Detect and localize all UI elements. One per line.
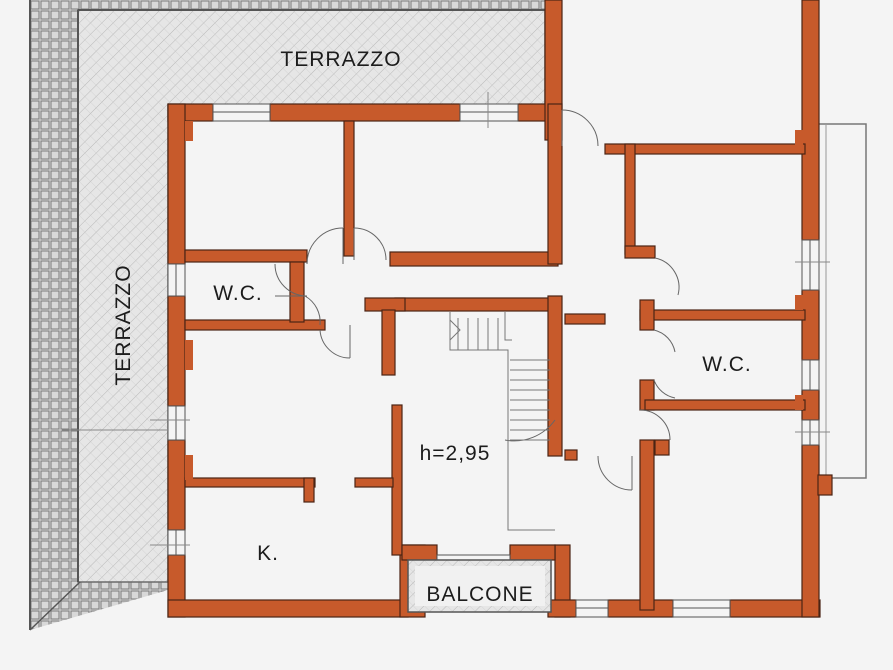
wc-right-label: W.C.: [702, 353, 752, 376]
kitchen-label: K.: [257, 542, 279, 565]
ceiling-height-label: h=2,95: [420, 442, 491, 465]
walls: [167, 0, 833, 618]
wall-bumps: [185, 121, 803, 480]
wc-left-label: W.C.: [213, 282, 263, 305]
balcony-label: BALCONE: [426, 583, 533, 606]
staircase: [449, 312, 555, 531]
door-swings: [62, 92, 830, 546]
terrace-left-label: TERRAZZO: [112, 264, 135, 385]
terrace-top-label: TERRAZZO: [280, 48, 401, 71]
balcony-box: [407, 559, 552, 613]
right-balcony-outline: [818, 123, 867, 479]
